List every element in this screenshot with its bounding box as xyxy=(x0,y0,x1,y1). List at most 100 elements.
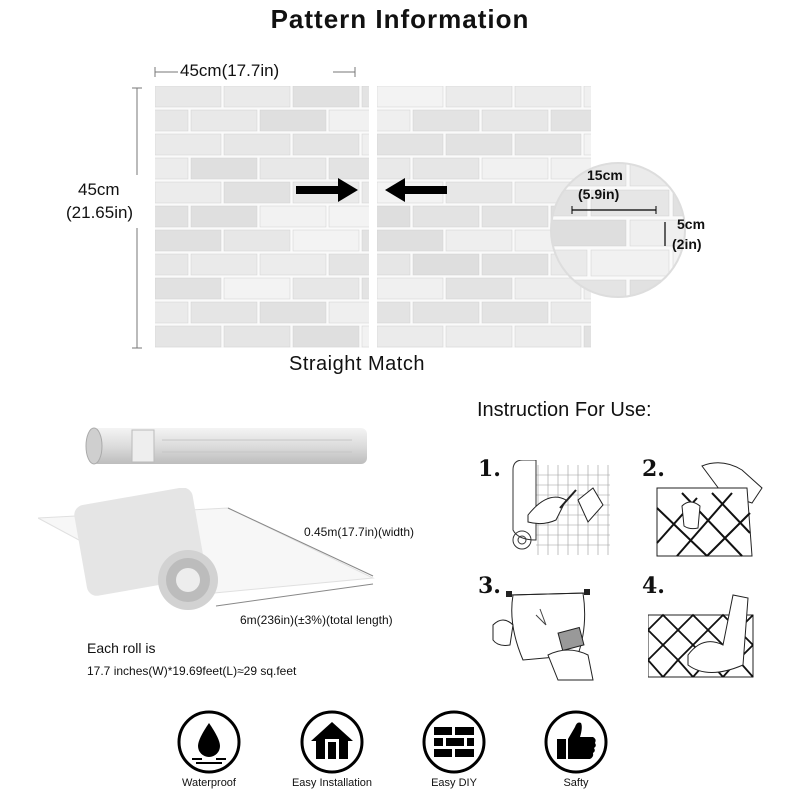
step-2-number: 2. xyxy=(642,456,665,482)
brick xyxy=(445,229,513,252)
brick xyxy=(361,277,369,300)
thumbs-up-icon xyxy=(544,710,608,774)
roll-length-label: 6m(236in)(±3%)(total length) xyxy=(240,613,393,627)
feature-easy-diy-label: Easy DIY xyxy=(431,777,477,789)
brick xyxy=(155,277,222,300)
brick xyxy=(292,229,360,252)
feature-safty-label: Safty xyxy=(563,777,589,789)
brick xyxy=(259,253,327,276)
brick xyxy=(292,325,360,348)
panel-width-label: 45cm(17.7in) xyxy=(180,61,280,80)
brick xyxy=(377,229,444,252)
brick xyxy=(551,249,588,277)
step-1-number: 1. xyxy=(478,456,501,482)
brick xyxy=(259,205,327,228)
brick xyxy=(514,277,582,300)
brick xyxy=(223,325,291,348)
brick xyxy=(445,86,513,108)
brick xyxy=(155,109,189,132)
brick xyxy=(155,301,189,324)
unrolled-sheet xyxy=(38,488,375,610)
brick xyxy=(377,133,444,156)
brick xyxy=(412,157,480,180)
brick xyxy=(155,229,222,252)
brick xyxy=(412,205,480,228)
brick xyxy=(583,86,591,108)
brick xyxy=(514,133,582,156)
brick xyxy=(292,277,360,300)
brick xyxy=(445,133,513,156)
brick xyxy=(361,181,369,204)
brick xyxy=(377,86,444,108)
brick xyxy=(590,189,670,217)
brick xyxy=(328,253,369,276)
brick xyxy=(190,205,258,228)
brick xyxy=(190,157,258,180)
instructions-title: Instruction For Use: xyxy=(477,399,652,421)
feature-waterproof-label: Waterproof xyxy=(181,777,236,789)
brick xyxy=(155,181,222,204)
step-4-number: 4. xyxy=(642,573,665,599)
brick xyxy=(377,301,411,324)
brick xyxy=(445,325,513,348)
brick xyxy=(377,253,411,276)
brick xyxy=(259,157,327,180)
brick-panel-left xyxy=(155,86,369,348)
brick xyxy=(223,229,291,252)
brick xyxy=(481,157,549,180)
straight-match-label: Straight Match xyxy=(289,353,425,375)
brick xyxy=(292,86,360,108)
wallpaper-roll-icon xyxy=(85,427,367,465)
brick xyxy=(412,109,480,132)
brick-height-cm: 5cm xyxy=(677,216,706,232)
brick xyxy=(361,133,369,156)
brick xyxy=(377,277,444,300)
brick xyxy=(583,325,591,348)
brick xyxy=(514,86,582,108)
brick xyxy=(412,253,480,276)
brick xyxy=(328,109,369,132)
step-1-cut-illustration xyxy=(512,460,610,555)
brick xyxy=(328,205,369,228)
brick-zoom-circle xyxy=(550,162,686,298)
brick xyxy=(328,301,369,324)
step-2-peel-illustration xyxy=(656,462,763,557)
brick xyxy=(583,133,591,156)
brick xyxy=(223,181,291,204)
step-3-apply-illustration xyxy=(492,589,594,681)
water-drop-icon xyxy=(177,710,241,774)
brick xyxy=(551,219,627,247)
brick xyxy=(629,219,685,247)
brick xyxy=(481,253,549,276)
brick xyxy=(514,325,582,348)
brick xyxy=(155,157,189,180)
arrow-right-icon xyxy=(296,178,358,202)
brick xyxy=(412,301,480,324)
brick xyxy=(445,181,513,204)
each-roll-line1: Each roll is xyxy=(87,640,156,656)
roll-width-label: 0.45m(17.7in)(width) xyxy=(304,525,415,539)
page-title: Pattern Information xyxy=(270,4,530,34)
brick xyxy=(550,109,591,132)
step-4-smooth-illustration xyxy=(648,594,754,678)
arrow-left-icon xyxy=(385,178,447,202)
brick xyxy=(155,205,189,228)
brick xyxy=(223,133,291,156)
brick xyxy=(223,277,291,300)
brick xyxy=(190,301,258,324)
brick xyxy=(481,205,549,228)
brick xyxy=(377,325,444,348)
brick xyxy=(629,163,685,187)
brick xyxy=(190,109,258,132)
brick xyxy=(155,253,189,276)
feature-easy-installation-label: Easy Installation xyxy=(291,777,373,789)
panel-height-in-label: (21.65in) xyxy=(66,203,134,222)
brick-width-in: (5.9in) xyxy=(578,186,620,202)
brick-width-cm: 15cm xyxy=(587,167,623,183)
brick xyxy=(550,301,591,324)
brick xyxy=(155,133,222,156)
brick xyxy=(445,277,513,300)
brick xyxy=(361,325,369,348)
brick xyxy=(155,86,222,108)
